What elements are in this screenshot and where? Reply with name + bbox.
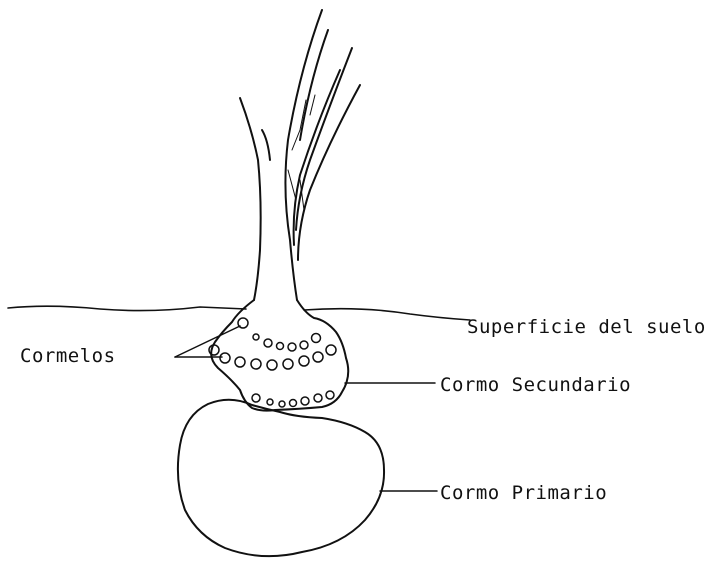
cormels-label: Cormelos	[20, 347, 116, 366]
primary-corm-outline	[178, 400, 384, 556]
secondary-corm-outline	[211, 300, 348, 411]
leaves	[240, 10, 360, 300]
soil-surface-label: Superficie del suelo	[467, 318, 706, 337]
secondary-corm-label: Cormo Secundario	[440, 376, 631, 395]
primary-corm-label: Cormo Primario	[440, 484, 607, 503]
